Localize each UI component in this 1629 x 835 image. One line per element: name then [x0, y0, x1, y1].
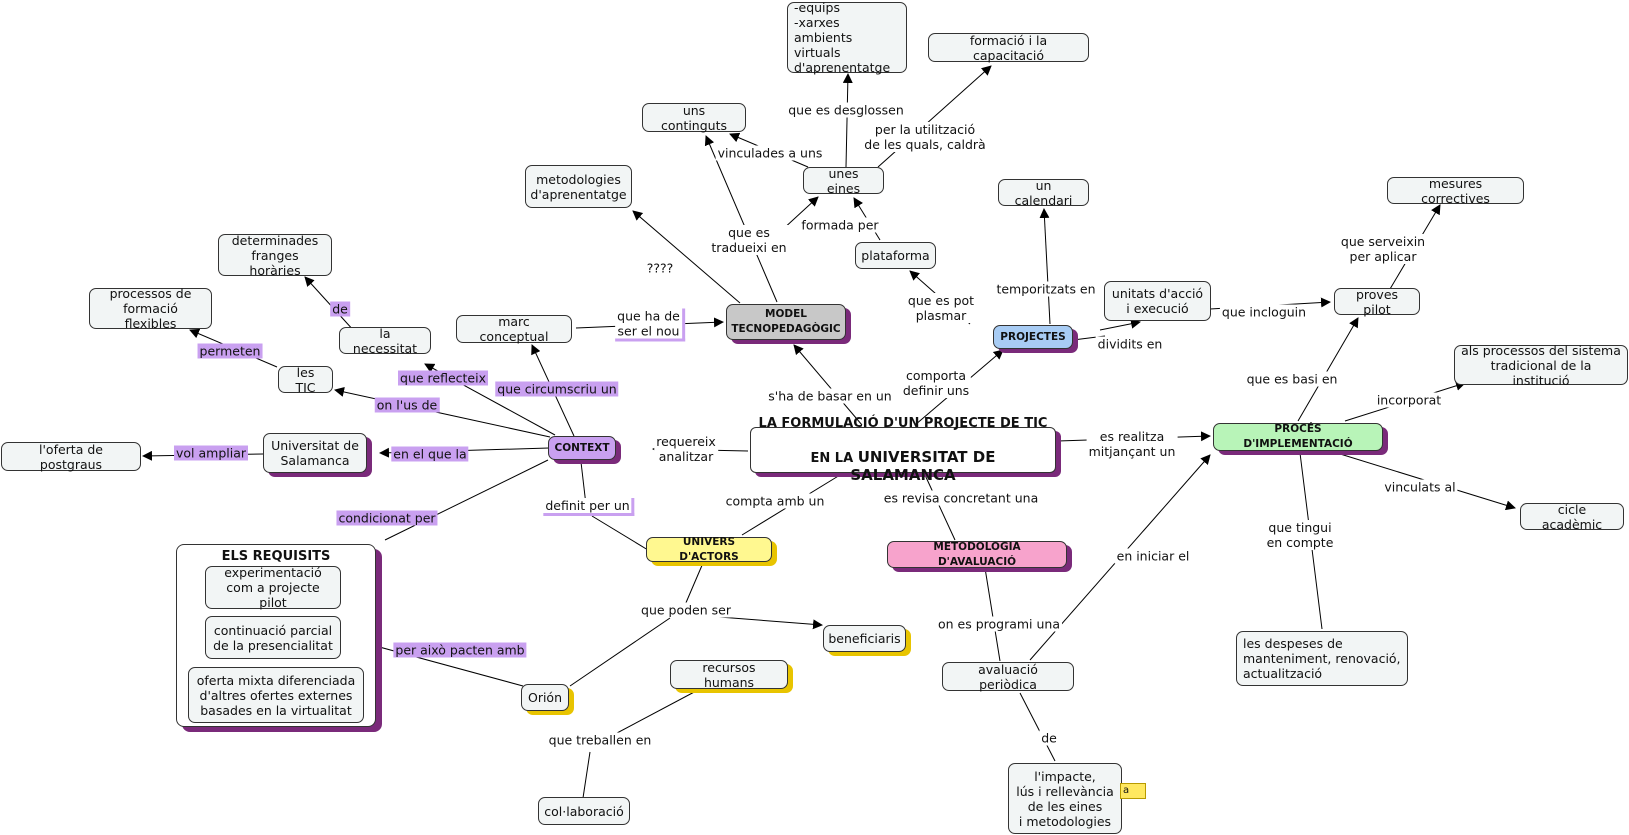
node-impacte[interactable]: l'impacte, lús i rellevància de les eine… [1008, 763, 1122, 834]
note-icon-letter: a [1123, 785, 1130, 796]
link-label-pacten: per això pacten amb [393, 642, 527, 658]
node-metodologies[interactable]: metodologies d'aprenentatge [525, 165, 632, 208]
link-label-incloguin: que incloguin [1219, 304, 1309, 320]
node-continguts[interactable]: uns continguts [642, 103, 746, 133]
node-despeses[interactable]: les despeses de manteniment, renovació, … [1236, 631, 1408, 686]
link-label-pot-plasmar: que es pot plasmar [905, 293, 977, 323]
link-label-de-franges: de [330, 301, 350, 317]
link-label-vinculades: vinculades a uns [715, 145, 825, 161]
link-label-programi: on es programi una [935, 616, 1063, 632]
node-calendari[interactable]: un calendari [998, 178, 1089, 208]
link-label-compta: compta amb un [723, 493, 827, 509]
note-icon[interactable]: a [1120, 783, 1146, 799]
link-label-treballen: que treballen en [546, 732, 654, 748]
link-label-temporitzats: temporitzats en [994, 281, 1098, 297]
node-proces-implementacio[interactable]: PROCÉS D'IMPLEMENTACIÓ [1213, 423, 1383, 451]
link-label-realitza: es realitza mitjançant un [1086, 429, 1178, 459]
node-proves[interactable]: proves pilot [1334, 287, 1420, 317]
node-formacio-flexibles[interactable]: processos de formació flexibles [89, 286, 212, 331]
node-metodologia-avaluacio[interactable]: METODOLOGIA D'AVALUACIÓ [887, 541, 1067, 568]
requisit-item[interactable]: oferta mixta diferenciada d'altres ofert… [188, 667, 364, 723]
link-label-desglossen: que es desglossen [786, 102, 906, 118]
requisit-item[interactable]: experimentació com a projecte pilot [205, 565, 341, 610]
node-postgraus[interactable]: l'oferta de postgraus [1, 442, 141, 472]
link-label-iniciar: en iniciar el [1114, 548, 1192, 564]
link-label-serveixin: que serveixin per aplicar [1338, 234, 1428, 264]
node-context[interactable]: CONTEXT [548, 436, 616, 460]
link-label-de-impacte: de [1039, 730, 1059, 746]
node-franges[interactable]: determinades franges horàries [218, 233, 332, 278]
link-label-poden-ser: que poden ser [639, 602, 733, 618]
link-label-permeten: permeten [197, 343, 263, 359]
link-label-basar: s'ha de basar en un [766, 388, 894, 404]
node-necessitat[interactable]: la necessitat [339, 326, 431, 356]
central-topic-line2a: EN LA [810, 451, 858, 466]
link-label-tradueixi: que es tradueixi en [709, 225, 789, 255]
link-label-tingui: que tingui en compte [1264, 520, 1336, 550]
link-label-ha-de-ser: que ha de ser el nou [615, 308, 685, 342]
node-univers-actors[interactable]: UNIVERS D'ACTORS [646, 536, 772, 563]
node-avaluacio-periodica[interactable]: avaluació periòdica [942, 662, 1074, 692]
link-label-utilitzacio: per la utilització de les quals, caldrà [862, 122, 988, 152]
link-label-condicionat: condicionat per [336, 510, 438, 526]
node-equips[interactable]: -equips -xarxes ambients virtuals d'apre… [787, 0, 907, 75]
link-label-en-el-que: en el que la [391, 446, 469, 462]
link-label-vinculats: vinculats al [1382, 479, 1458, 495]
link-label-revisa: es revisa concretant una [881, 490, 1041, 506]
node-beneficiaris[interactable]: beneficiaris [823, 625, 906, 652]
link-label-circumscriu: que circumscriu un [495, 381, 619, 397]
link-label-definit: definit per un [543, 498, 635, 516]
node-marc-conceptual[interactable]: marc conceptual [456, 314, 572, 344]
node-orion[interactable]: Orión [521, 684, 569, 711]
node-tic[interactable]: les TIC [278, 365, 333, 395]
link-label-vol-ampliar: vol ampliar [173, 445, 249, 461]
link-label-requereix: requereix analitzar [654, 434, 718, 464]
link-label-formada: formada per [799, 217, 881, 233]
node-eines[interactable]: unes eines [803, 166, 884, 196]
node-cicle[interactable]: cicle acadèmic [1520, 502, 1624, 532]
link-label-us-de: on l'us de [374, 397, 440, 413]
node-processos-sistema[interactable]: als processos del sistema tradicional de… [1454, 343, 1628, 388]
node-formacio[interactable]: formació i la capacitació [928, 33, 1089, 63]
link-label-reflecteix: que reflecteix [398, 370, 488, 386]
link-label-interrogants: ???? [644, 260, 676, 276]
requisits-title: ELS REQUISITS [221, 549, 331, 564]
central-topic[interactable]: LA FORMULACIÓ D'UN PROJECTE DE TIC EN LA… [750, 416, 1056, 484]
node-unitats[interactable]: unitats d'acció i execució [1104, 281, 1211, 321]
requisit-item[interactable]: continuació parcial de la presencialitat [205, 616, 341, 659]
node-model-tecnopedagogic[interactable]: MODEL TECNOPEDAGÒGIC [726, 304, 846, 340]
central-topic-line1: LA FORMULACIÓ D'UN PROJECTE DE TIC [758, 416, 1048, 431]
link-label-incorporat: incorporat [1374, 392, 1444, 408]
link-label-dividits: dividits en [1095, 336, 1165, 352]
node-mesures[interactable]: mesures correctives [1387, 176, 1524, 206]
node-projectes[interactable]: PROJECTES [993, 325, 1073, 349]
node-plataforma[interactable]: plataforma [855, 242, 936, 269]
link-label-basi: que es basi en [1244, 371, 1340, 387]
node-recursos-humans[interactable]: recursos humans [670, 660, 788, 690]
central-topic-line2b: UNIVERSITAT DE SALAMANCA [850, 448, 996, 484]
node-universitat[interactable]: Universitat de Salamanca [263, 433, 367, 473]
node-collaboracio[interactable]: col·laboració [538, 797, 630, 825]
link-label-comporta: comporta definir uns [900, 368, 972, 398]
